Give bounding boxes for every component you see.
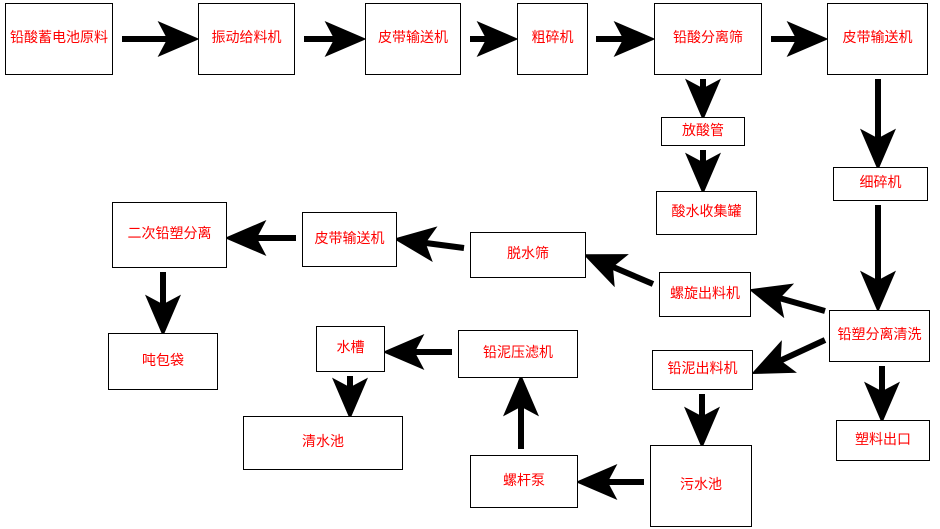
arrow-dewater-to-belt3 [393, 226, 465, 263]
node-label-dewater: 脱水筛 [507, 246, 549, 263]
node-raw[interactable]: 铅酸蓄电池原料 [5, 3, 113, 75]
node-pbwash[interactable]: 铅塑分离清洗 [829, 310, 930, 362]
node-label-raw: 铅酸蓄电池原料 [10, 30, 108, 47]
node-label-pbmudout: 铅泥出料机 [667, 361, 738, 378]
node-pbmudout[interactable]: 铅泥出料机 [652, 350, 753, 390]
node-spiralout[interactable]: 螺旋出料机 [659, 272, 751, 317]
node-label-filterpress: 铅泥压滤机 [483, 345, 553, 362]
node-plasticout[interactable]: 塑料出口 [836, 420, 930, 461]
node-label-belt3: 皮带输送机 [314, 230, 385, 247]
node-watertank[interactable]: 水槽 [316, 326, 385, 372]
node-sewage[interactable]: 污水池 [650, 445, 752, 527]
node-belt1[interactable]: 皮带输送机 [365, 3, 461, 75]
node-label-acidpipe: 放酸管 [682, 122, 724, 139]
node-acidsep[interactable]: 铅酸分离筛 [654, 3, 762, 75]
arrow-spiralout-to-dewater [583, 254, 655, 288]
node-secondsep[interactable]: 二次铅塑分离 [112, 202, 227, 268]
node-label-screwpump: 螺杆泵 [503, 472, 545, 489]
node-label-watertank: 水槽 [336, 340, 365, 357]
node-label-finecrush: 细碎机 [859, 175, 902, 192]
node-label-plasticout: 塑料出口 [855, 431, 911, 448]
node-label-spiralout: 螺旋出料机 [670, 285, 740, 302]
node-belt2[interactable]: 皮带输送机 [827, 3, 928, 75]
node-label-pbwash: 铅塑分离清洗 [837, 327, 922, 344]
node-filterpress[interactable]: 铅泥压滤机 [458, 330, 578, 378]
node-label-feeder: 振动给料机 [211, 30, 282, 47]
node-screwpump[interactable]: 螺杆泵 [470, 455, 578, 508]
node-finecrush[interactable]: 细碎机 [833, 167, 928, 201]
node-label-sewage: 污水池 [680, 477, 722, 494]
node-tonbag[interactable]: 吨包袋 [108, 333, 218, 390]
node-label-acidtank: 酸水收集罐 [671, 204, 742, 221]
node-label-belt1: 皮带输送机 [378, 30, 448, 47]
node-label-crusher: 粗碎机 [531, 30, 574, 47]
node-acidtank[interactable]: 酸水收集罐 [656, 191, 757, 235]
node-label-tonbag: 吨包袋 [142, 352, 184, 369]
node-label-secondsep: 二次铅塑分离 [127, 226, 212, 243]
node-label-cleanpool: 清水池 [302, 434, 344, 451]
node-cleanpool[interactable]: 清水池 [243, 416, 403, 470]
node-crusher[interactable]: 粗碎机 [517, 3, 588, 75]
arrow-pbwash-to-spiralout [748, 283, 826, 319]
node-label-acidsep: 铅酸分离筛 [673, 30, 743, 47]
arrow-pbwash-to-pbmudout [751, 337, 827, 375]
node-dewater[interactable]: 脱水筛 [470, 232, 586, 278]
node-label-belt2: 皮带输送机 [842, 30, 913, 47]
node-belt3[interactable]: 皮带输送机 [302, 212, 397, 267]
node-acidpipe[interactable]: 放酸管 [661, 117, 745, 146]
node-feeder[interactable]: 振动给料机 [198, 3, 295, 75]
